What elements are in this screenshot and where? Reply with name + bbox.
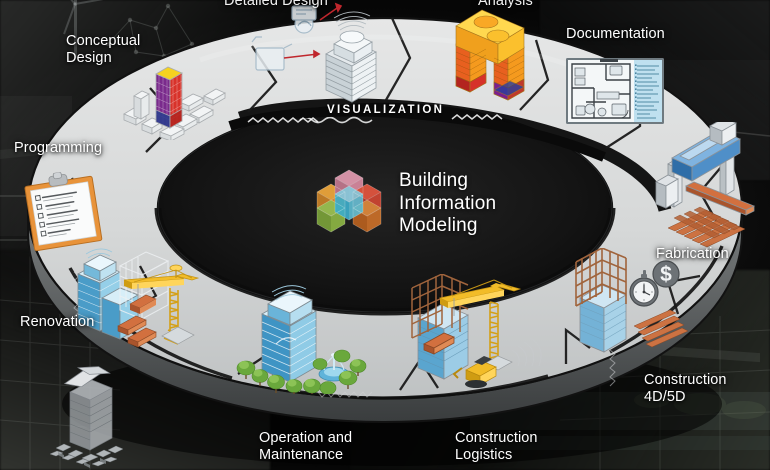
- phase-label-documentation: Documentation: [566, 26, 665, 42]
- excavator-icon: [452, 356, 497, 388]
- tower-model-icon: [251, 2, 377, 103]
- visualization-band-label: VISUALIZATION: [327, 104, 445, 116]
- energy-analysis-icon: [455, 9, 525, 101]
- dust-arcs: [511, 337, 542, 367]
- bim-logo-lockup: Building Information Modeling: [313, 168, 496, 240]
- crane-site-icon: [411, 274, 542, 388]
- massing-blocks-icon: [123, 66, 226, 140]
- stopwatch-icon: [629, 270, 659, 307]
- tower-crane-icon: [123, 264, 200, 345]
- phase-label-fabrication: Fabrication: [656, 246, 729, 262]
- phase-label-conceptual-design: Conceptual Design: [66, 33, 141, 66]
- stopwatch-dollar-icon: $: [575, 248, 689, 353]
- bim-cube-logo: [313, 168, 385, 240]
- phase-label-detailed-design: Detailed Design: [224, 0, 328, 9]
- phase-label-construction-4d5d: Construction 4D/5D: [644, 372, 727, 405]
- cnc-machine-icon: [655, 122, 755, 248]
- phase-label-programming: Programming: [14, 140, 103, 156]
- renovation-crane-icon: [77, 248, 200, 348]
- ring-inner-hole: [158, 104, 612, 312]
- finished-tower-icon: [236, 285, 367, 394]
- phase-label-renovation: Renovation: [20, 314, 95, 330]
- clipboard-icon: [18, 166, 107, 255]
- svg-text:$: $: [660, 263, 672, 286]
- demolition-icon: [49, 366, 124, 468]
- phase-label-construction-logistics: Construction Logistics: [455, 430, 538, 463]
- phase-label-analysis: Analysis: [478, 0, 533, 9]
- ring-visualization-band: [237, 98, 672, 212]
- detail-callout-arrow: [283, 2, 343, 59]
- bim-title: Building Information Modeling: [399, 170, 497, 237]
- dollar-sign-icon: $: [652, 260, 680, 288]
- tree-icon: [236, 349, 367, 394]
- ring-band-zigzag: [247, 114, 503, 123]
- phase-label-operation-maintenance: Operation and Maintenance: [259, 430, 353, 463]
- wind-turbine-icon: [74, 0, 77, 58]
- floor-plan-icon: [566, 58, 664, 124]
- background-node-network: [105, 3, 195, 59]
